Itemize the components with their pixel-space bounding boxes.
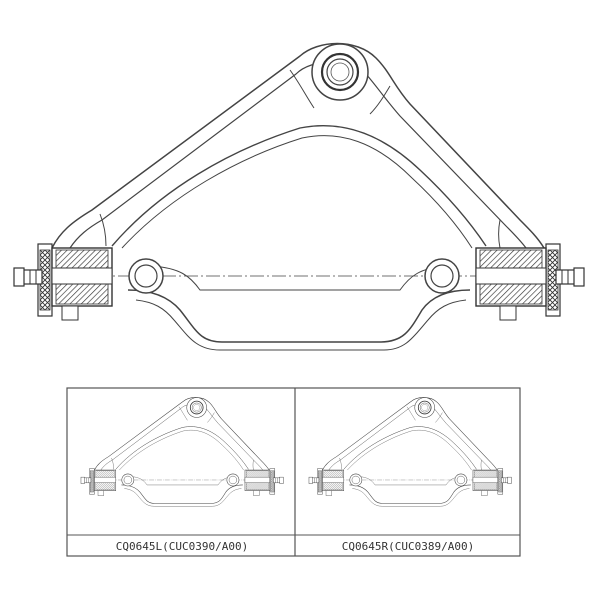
variant-right-drawing	[308, 397, 512, 507]
main-control-arm-drawing	[12, 42, 586, 352]
variant-left-caption: CQ0645L(CUC0390/A00)	[116, 540, 248, 553]
variants-frame	[66, 387, 521, 557]
variant-left-drawing	[80, 397, 284, 507]
variants-panel: CQ0645L(CUC0390/A00) CQ0645R(CUC0389/A00…	[66, 387, 521, 557]
variant-right-caption: CQ0645R(CUC0389/A00)	[342, 540, 474, 553]
